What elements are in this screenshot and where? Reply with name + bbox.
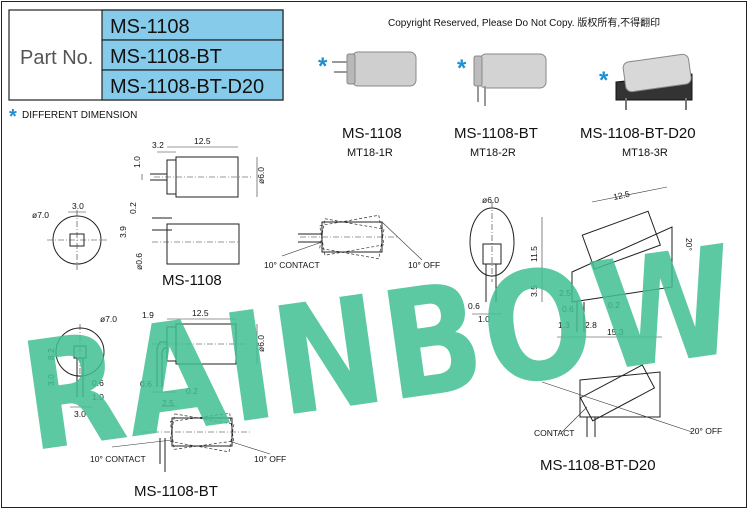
ms1108-title: MS-1108 — [162, 272, 222, 289]
product-code-1: MT18-1R — [347, 147, 393, 159]
ms1108bt-contact-label: 10° CONTACT — [90, 454, 146, 464]
product-code-3: MT18-3R — [622, 147, 668, 159]
model-row-2: MS-1108-BT — [110, 46, 222, 68]
dim-0-2: 0.2 — [128, 202, 138, 214]
ms1108btd20-front-view: ø6.0 0.6 1.0 — [468, 195, 515, 324]
dim-3-5: 3.5 — [529, 285, 539, 297]
asterisk-icon: * — [457, 55, 467, 82]
dim-1-0: 1.0 — [132, 156, 142, 168]
part-number-table: Part No. MS-1108 MS-1108-BT MS-1108-BT-D… — [8, 9, 284, 101]
dim-3-0-bottom: 3.0 — [74, 409, 86, 419]
dim-0-6: 0.6 — [140, 379, 152, 389]
dim-3-2: 3.2 — [152, 140, 164, 150]
product-name-1: MS-1108 — [342, 125, 402, 142]
model-row-1: MS-1108 — [110, 16, 190, 38]
dim-1-0: 1.0 — [92, 392, 104, 402]
dim-1-0: 1.0 — [478, 314, 490, 324]
dim-11-5: 11.5 — [529, 246, 539, 262]
product-name-2: MS-1108-BT — [454, 125, 538, 142]
ms1108bt-title: MS-1108-BT — [134, 483, 218, 500]
ms1108bt-end-view: ø7.0 8.2 3.0 0.6 1.0 3.0 — [46, 314, 117, 419]
dim-1-9: 1.9 — [142, 310, 154, 320]
ms1108bt-off-label: 10° OFF — [254, 454, 286, 464]
dim-dia-6-0: ø6.0 — [256, 167, 266, 184]
dim-dia-6-0: ø6.0 — [256, 335, 266, 352]
asterisk-icon: * — [318, 53, 328, 80]
dim-3-9: 3.9 — [118, 226, 128, 238]
dim-2-5: 2.5 — [559, 288, 571, 298]
dim-8-2: 8.2 — [46, 348, 56, 360]
asterisk-icon: * — [9, 106, 17, 128]
ms1108-end-view: 3.0 ø7.0 — [32, 201, 107, 270]
ms1108btd20-contact-label: CONTACT — [534, 428, 574, 438]
copyright-notice: Copyright Reserved, Please Do Not Copy. … — [388, 16, 660, 29]
ms1108btd20-off-label: 20° OFF — [690, 426, 722, 436]
dim-12-5: 12.5 — [192, 308, 209, 318]
dim-12-5: 12.5 — [612, 189, 631, 202]
ms1108-off-label: 10° OFF — [408, 260, 440, 270]
dim-0-6-side: 0.6 — [562, 304, 574, 314]
dim-0-2: 0.2 — [608, 300, 620, 310]
model-row-3: MS-1108-BT-D20 — [110, 76, 264, 98]
part-no-label: Part No. — [20, 47, 93, 69]
ms1108btd20-side-view: 12.5 20° 11.5 3.5 2.5 0.6 0.2 1.3 2.8 15… — [529, 186, 694, 338]
dim-0-2: 0.2 — [186, 386, 198, 396]
legend-text: DIFFERENT DIMENSION — [22, 110, 137, 121]
legend: * DIFFERENT DIMENSION — [9, 106, 137, 128]
dim-dia-0-6: ø0.6 — [134, 253, 144, 270]
ms1108-side-view: 3.2 12.5 1.0 ø6.0 — [132, 136, 266, 198]
ms1108bt-tilt-view: 10° CONTACT 10° OFF MS-1108-BT — [90, 412, 286, 500]
ms1108bt-side-view: 1.9 12.5 ø6.0 0.6 2.5 0.2 — [140, 308, 266, 408]
ms1108-contact-label: 10° CONTACT — [264, 260, 320, 270]
dim-dia-7-0: ø7.0 — [100, 314, 117, 324]
dim-0-6: 0.6 — [468, 301, 480, 311]
dim-3-0: 3.0 — [72, 201, 84, 211]
ms1108btd20-tilt-view: CONTACT 20° OFF MS-1108-BT-D20 — [534, 364, 722, 474]
dim-dia-7-0: ø7.0 — [32, 210, 49, 220]
product-photo-1: * MS-1108 MT18-1R — [318, 51, 417, 159]
dim-3-0-left: 3.0 — [46, 374, 56, 386]
product-name-3: MS-1108-BT-D20 — [580, 125, 696, 142]
dim-2-8: 2.8 — [585, 320, 597, 330]
dim-2-5: 2.5 — [162, 398, 174, 408]
product-photo-2: * MS-1108-BT MT18-2R — [454, 53, 547, 159]
ms1108-bottom-view: 0.2 3.9 ø0.6 MS-1108 — [118, 202, 240, 289]
dim-1-3: 1.3 — [558, 320, 570, 330]
dim-15-3: 15.3 — [607, 327, 624, 337]
ms1108btd20-title: MS-1108-BT-D20 — [540, 457, 656, 474]
asterisk-icon: * — [599, 67, 609, 94]
dim-20-deg: 20° — [684, 238, 694, 251]
product-photo-3: * MS-1108-BT-D20 MT18-3R — [580, 53, 696, 159]
dim-0-6-right: 0.6 — [92, 378, 104, 388]
product-code-2: MT18-2R — [470, 147, 516, 159]
dim-dia-6-0: ø6.0 — [482, 195, 499, 205]
dim-12-5: 12.5 — [194, 136, 211, 146]
ms1108-tilt-view: 10° CONTACT 10° OFF — [264, 214, 440, 270]
